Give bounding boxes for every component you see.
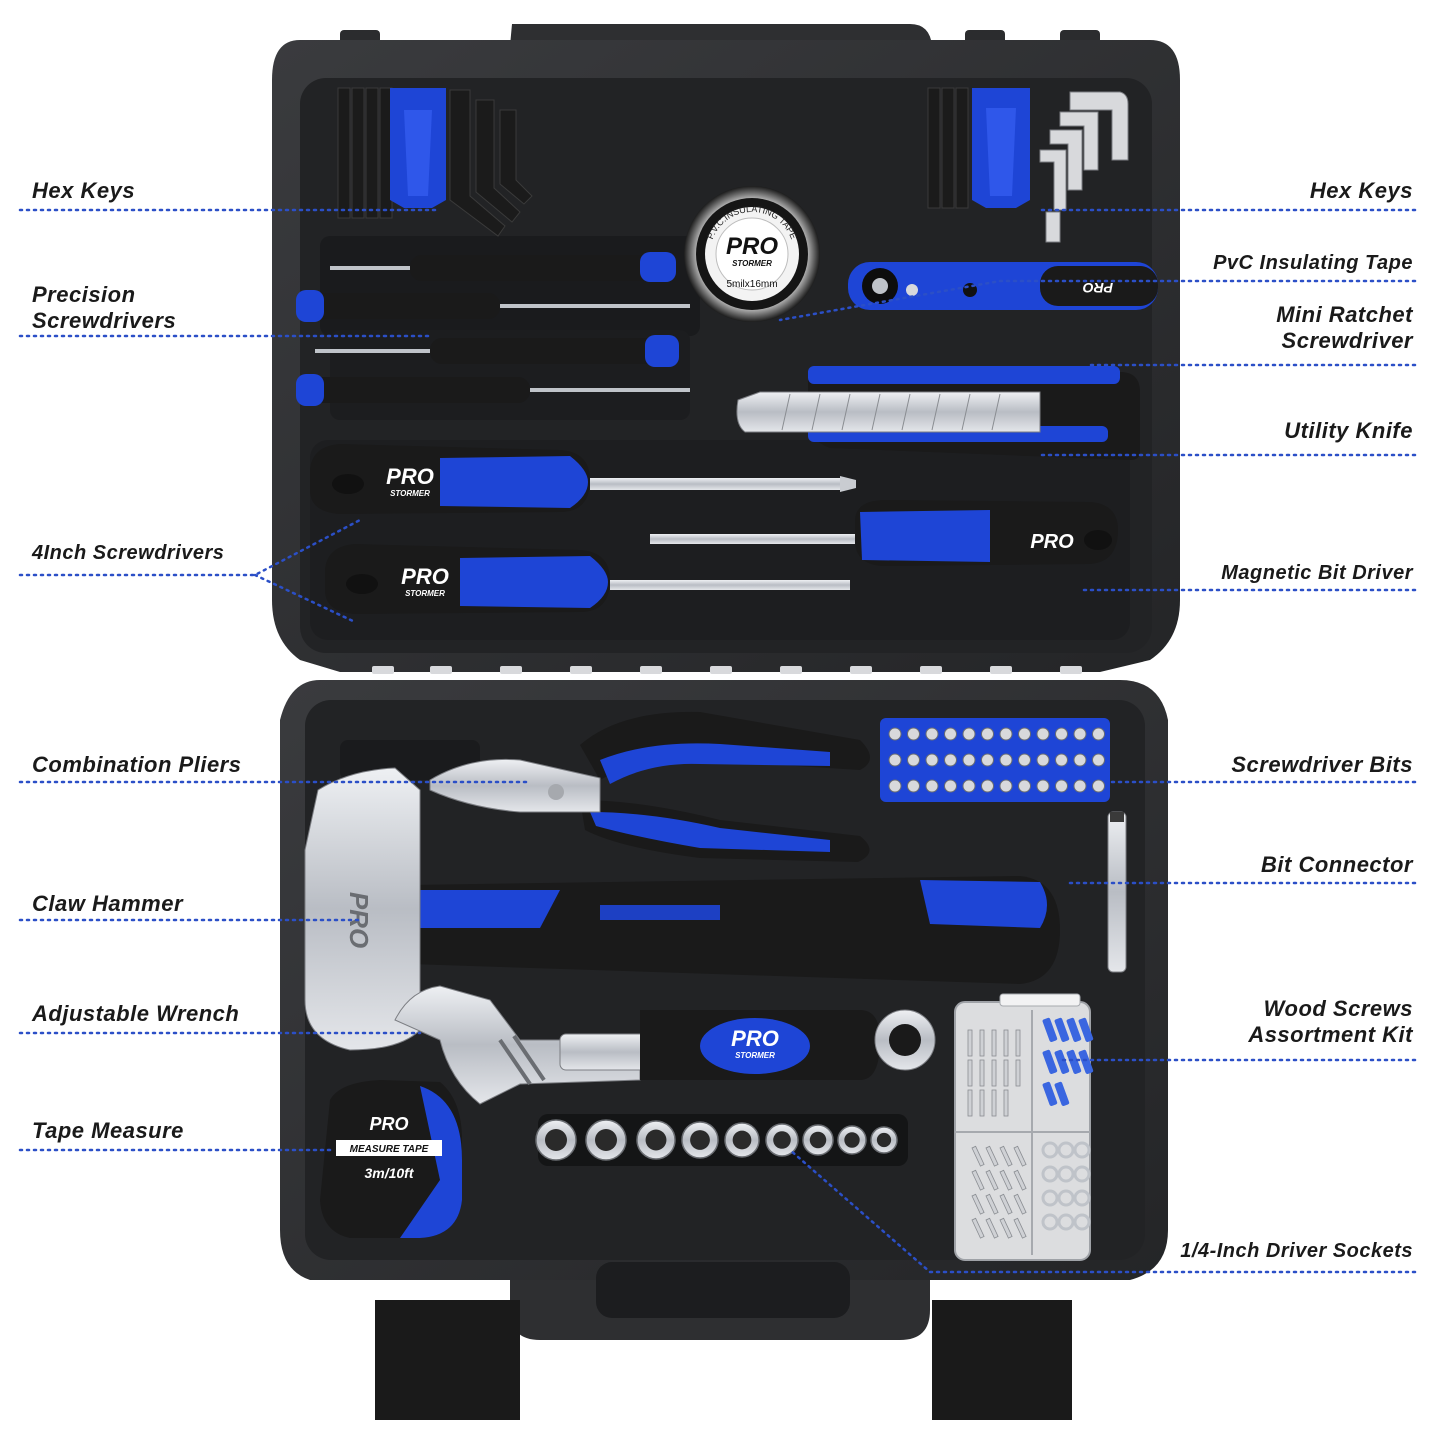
- screwdriver2-brand-logo: PRO: [401, 564, 449, 589]
- precision-screwdrivers-tool: [296, 252, 690, 406]
- tape-measure-tool: MEASURE TAPE PRO 3m/10ft: [320, 1080, 462, 1238]
- phillips-screwdriver-tool: PRO STORMER: [325, 544, 850, 614]
- measure-tape-text: MEASURE TAPE: [350, 1144, 429, 1155]
- claw-hammer-tool: PRO: [304, 767, 1060, 1051]
- label-utility-knife: Utility Knife: [1284, 418, 1413, 443]
- label-claw-hammer: Claw Hammer: [32, 891, 184, 916]
- mini-ratchet-screwdriver-tool: PRO: [848, 262, 1158, 310]
- hex-keys-right-tool: [927, 87, 1129, 243]
- label-hex-keys-left: Hex Keys: [32, 178, 136, 203]
- bit-connector-tool: [1107, 811, 1127, 973]
- label-adjustable-wrench: Adjustable Wrench: [32, 1001, 240, 1026]
- lower-case: [280, 680, 1168, 1420]
- label-magnetic-bit-driver: Magnetic Bit Driver: [1221, 562, 1413, 584]
- screwdriver1-brand-logo: PRO: [386, 464, 434, 489]
- tape-size-text: 5milx16mm: [726, 279, 777, 290]
- tape-brand-logo: PRO: [726, 233, 778, 260]
- case-hinge: [372, 666, 1082, 674]
- tape-brand-sub: STORMER: [732, 259, 772, 268]
- hex-keys-left-tool: [337, 87, 533, 237]
- label-4inch-screwdrivers: 4Inch Screwdrivers: [32, 542, 225, 564]
- pvc-insulating-tape-roll: P.V.C.INSULATING TAPE PRO STORMER 5milx1…: [684, 186, 820, 322]
- measure-size-text: 3m/10ft: [364, 1165, 414, 1181]
- slotted-screwdriver-tool: PRO STORMER: [310, 444, 856, 514]
- driver-sockets-tool: [535, 1114, 908, 1166]
- label-bit-connector: Bit Connector: [1261, 852, 1413, 877]
- screwdriver1-brand-sub: STORMER: [390, 489, 430, 498]
- label-driver-sockets: 1/4-Inch Driver Sockets: [1180, 1240, 1413, 1262]
- screwdriver2-brand-sub: STORMER: [405, 589, 445, 598]
- label-screwdriver-bits: Screwdriver Bits: [1231, 752, 1413, 777]
- wrench-brand-logo: PRO: [731, 1026, 779, 1051]
- magnetic-bit-driver-tool: PRO: [650, 500, 1118, 566]
- leader-lines: [18, 208, 1417, 1274]
- bitdriver-brand-logo: PRO: [1030, 531, 1074, 553]
- adjustable-wrench-tool: PRO STORMER: [394, 985, 936, 1105]
- label-tape-measure: Tape Measure: [32, 1118, 184, 1143]
- wrench-brand-sub: STORMER: [735, 1051, 775, 1060]
- utility-knife-tool: [736, 366, 1140, 460]
- combination-pliers-tool: [429, 711, 870, 862]
- wood-screws-kit-tool: [954, 993, 1094, 1261]
- ratchet-brand-logo: PRO: [1083, 280, 1113, 296]
- measure-brand-logo: PRO: [369, 1114, 408, 1134]
- screwdriver-bits-tool: [880, 718, 1110, 802]
- label-pvc-insulating-tape: PvC Insulating Tape: [1213, 252, 1413, 274]
- label-hex-keys-right: Hex Keys: [1309, 178, 1413, 203]
- label-combination-pliers: Combination Pliers: [32, 752, 242, 777]
